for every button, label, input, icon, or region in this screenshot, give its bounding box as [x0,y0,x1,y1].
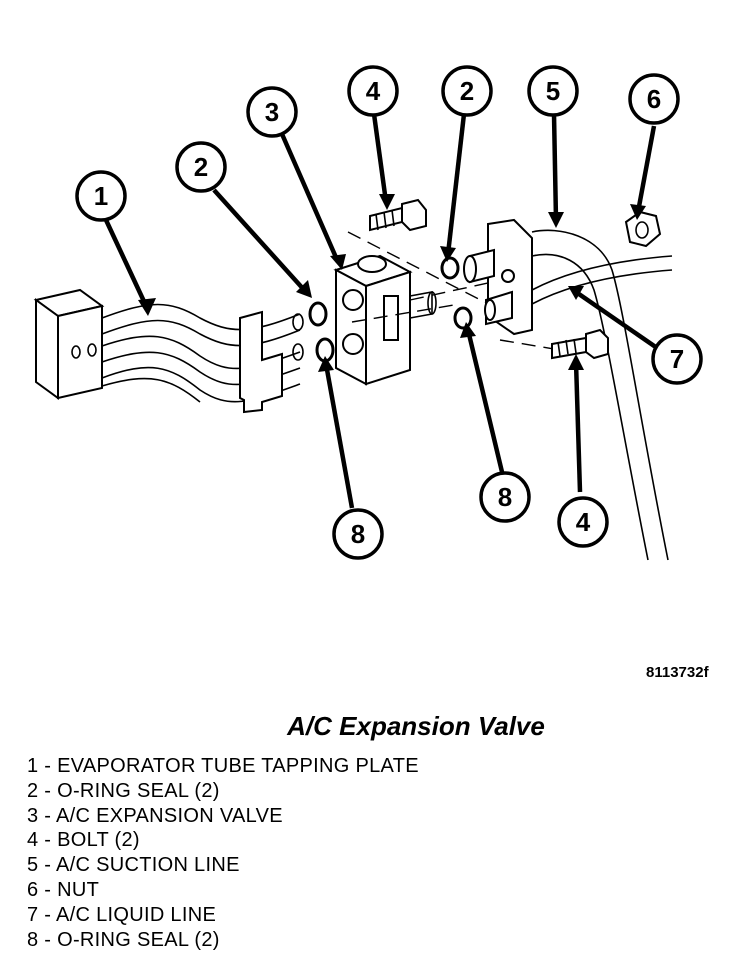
o-ring-seal-left [308,301,335,363]
callout-8-left-label: 8 [351,519,365,549]
callout-8-left: 8 [332,508,384,560]
callout-2-left-label: 2 [194,152,208,182]
callout-6: 6 [628,73,680,125]
callout-7: 7 [651,333,703,385]
callout-4-bottom: 4 [557,496,609,548]
legend-item: 4 - BOLT (2) [27,829,140,852]
parts-legend: 1 - EVAPORATOR TUBE TAPPING PLATE 2 - O-… [27,754,419,952]
legend-item: 2 - O-RING SEAL (2) [27,779,220,802]
callout-2-right: 2 [441,65,493,117]
bolt-top [369,198,427,232]
expansion-valve-body [333,254,437,386]
callout-2-left: 2 [175,141,227,193]
legend-item: 8 - O-RING SEAL (2) [27,928,220,951]
callout-4-top: 4 [347,65,399,117]
callout-5-label: 5 [546,76,560,106]
callout-1-label: 1 [94,181,108,211]
nut [624,210,662,248]
bolt-bottom [551,328,609,360]
liquid-line [531,255,673,305]
callout-3: 3 [246,86,298,138]
callout-4-top-label: 4 [366,76,381,106]
figure-code: 8113732f [646,664,709,681]
legend-item: 1 - EVAPORATOR TUBE TAPPING PLATE [27,755,419,777]
line-flange-plate [463,218,533,336]
figure-caption: A/C Expansion Valve [287,711,545,741]
legend-item: 5 - A/C SUCTION LINE [27,854,240,877]
evaporator-tapping-plate [33,288,105,400]
legend-item: 7 - A/C LIQUID LINE [27,903,217,926]
expansion-valve-diagram: 1 2 3 4 2 5 6 7 8 8 4 [33,65,703,561]
callout-6-label: 6 [647,84,661,114]
callout-4-bottom-label: 4 [576,507,591,537]
suction-line [531,229,669,561]
o-ring-seal-right [440,256,473,330]
evaporator-tubes [101,303,304,414]
legend-item: 6 - NUT [27,878,100,901]
callout-1: 1 [75,170,127,222]
legend-item: 3 - A/C EXPANSION VALVE [27,804,283,827]
callout-2-right-label: 2 [460,76,474,106]
leader-lines [103,113,662,509]
callout-3-label: 3 [265,97,279,127]
callout-8-right: 8 [479,471,531,523]
callout-5: 5 [527,65,579,117]
callout-7-label: 7 [670,344,684,374]
callout-8-right-label: 8 [498,482,512,512]
